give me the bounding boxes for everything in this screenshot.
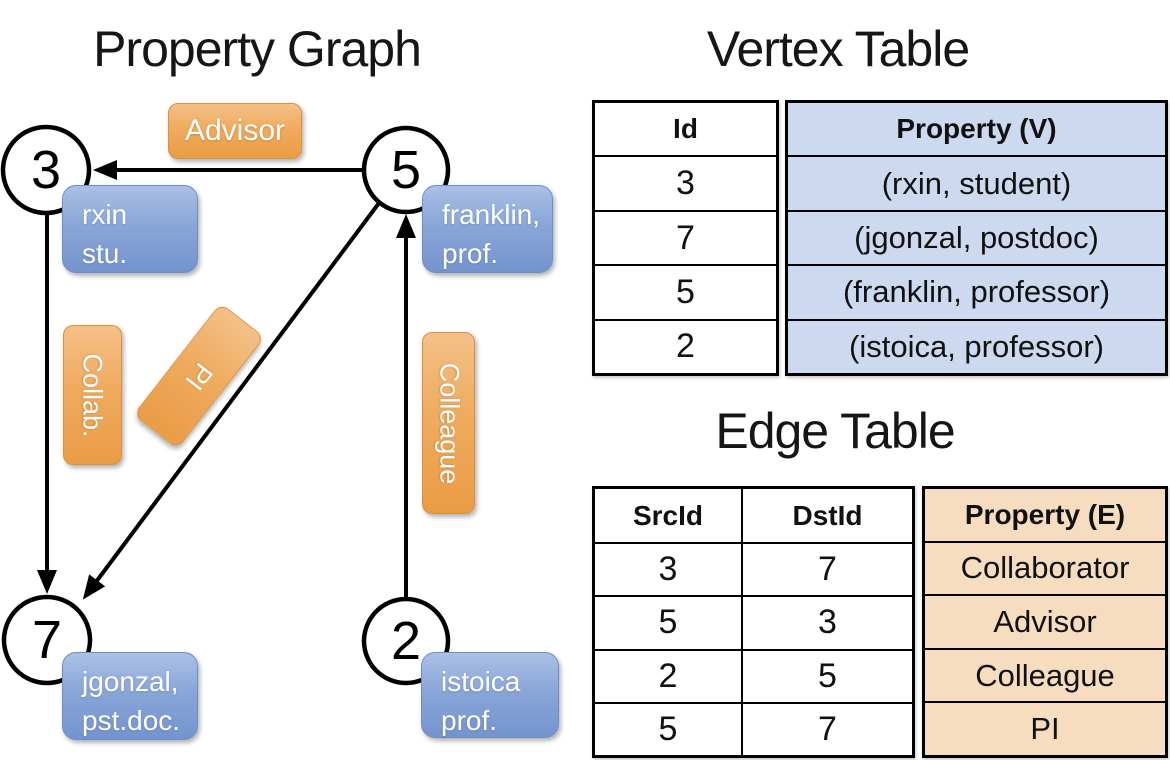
vertex-table-id-header: Id: [673, 113, 698, 145]
edge-table-property-cell: Advisor: [925, 594, 1165, 648]
edge-label-collab: Collab.: [63, 325, 122, 465]
vertex-table-property-cell: (jgonzal, postdoc): [788, 209, 1165, 264]
node-5-id: 5: [390, 140, 422, 200]
edge-table-dst-cell: 5: [741, 648, 912, 702]
node-2-property-line2: prof.: [441, 705, 498, 737]
vertex-table-id-cell: 7: [595, 209, 776, 264]
node-3-property-box: rxin stu.: [62, 185, 198, 273]
vertex-table-id-column: Id 3 7 5 2: [592, 100, 779, 376]
edge-table-property-cell: Colleague: [925, 647, 1165, 702]
property-graph-title: Property Graph: [93, 21, 422, 77]
vertex-table-property-column: Property (V) (rxin, student) (jgonzal, p…: [785, 100, 1168, 376]
vertex-table-id-cell: 3: [595, 155, 776, 209]
edge-table-dst-cell: 3: [741, 595, 912, 649]
edge-table-src-cell: 3: [595, 542, 741, 595]
edge-table-id-columns: SrcId DstId 3 7 5 3 2 5 5 7: [592, 486, 915, 758]
node-2-id: 2: [390, 611, 422, 671]
node-7-property-line2: pst.doc.: [82, 705, 181, 737]
edge-table-title: Edge Table: [715, 403, 955, 459]
node-5-property-line2: prof.: [442, 238, 499, 270]
node-7-id: 7: [31, 610, 63, 670]
edge-table-dst-cell: 7: [741, 701, 912, 755]
vertex-table-id-cell: 5: [595, 264, 776, 318]
edge-label-collab-text: Collab.: [78, 352, 109, 438]
node-5-property-box: franklin, prof.: [422, 185, 553, 273]
edge-label-colleague: Colleague: [422, 332, 475, 514]
edge-table-dst-header: DstId: [741, 489, 912, 543]
edge-table-property-cell: PI: [925, 701, 1165, 755]
edge-table-property-column: Property (E) Collaborator Advisor Collea…: [922, 486, 1168, 758]
edge-table-src-header: SrcId: [632, 499, 704, 531]
node-3-id: 3: [30, 140, 62, 200]
edge-label-pi-text: PI: [179, 357, 220, 396]
edge-label-advisor: Advisor: [168, 103, 302, 159]
edge-table-src-cell: 5: [595, 701, 741, 755]
vertex-table-title: Vertex Table: [706, 21, 970, 77]
edge-table-src-cell: 5: [595, 595, 741, 648]
edge-label-colleague-text: Colleague: [434, 362, 464, 484]
node-5-property-line1: franklin,: [442, 199, 541, 230]
node-3-property-line2: stu.: [82, 238, 128, 270]
vertex-table-id-cell: 2: [595, 318, 776, 373]
vertex-table-property-cell: (istoica, professor): [788, 318, 1165, 373]
node-3-property-line1: rxin: [82, 199, 128, 230]
edge-pi-arrow: [82, 201, 381, 600]
node-7-property-line1: jgonzal,: [82, 666, 179, 697]
node-2-property-box: istoica prof.: [421, 652, 559, 738]
vertex-table-property-header: Property (V): [896, 113, 1057, 145]
vertex-table-property-cell: (rxin, student): [788, 155, 1165, 209]
edge-table-dst-cell: 7: [741, 542, 912, 596]
edge-table-property-cell: Collaborator: [925, 540, 1165, 595]
edge-table-property-header: Property (E): [964, 498, 1126, 530]
vertex-table-property-cell: (franklin, professor): [788, 264, 1165, 318]
edge-table-src-cell: 2: [595, 648, 741, 702]
node-7-property-box: jgonzal, pst.doc.: [62, 652, 198, 740]
node-2-property-line1: istoica: [441, 666, 521, 697]
